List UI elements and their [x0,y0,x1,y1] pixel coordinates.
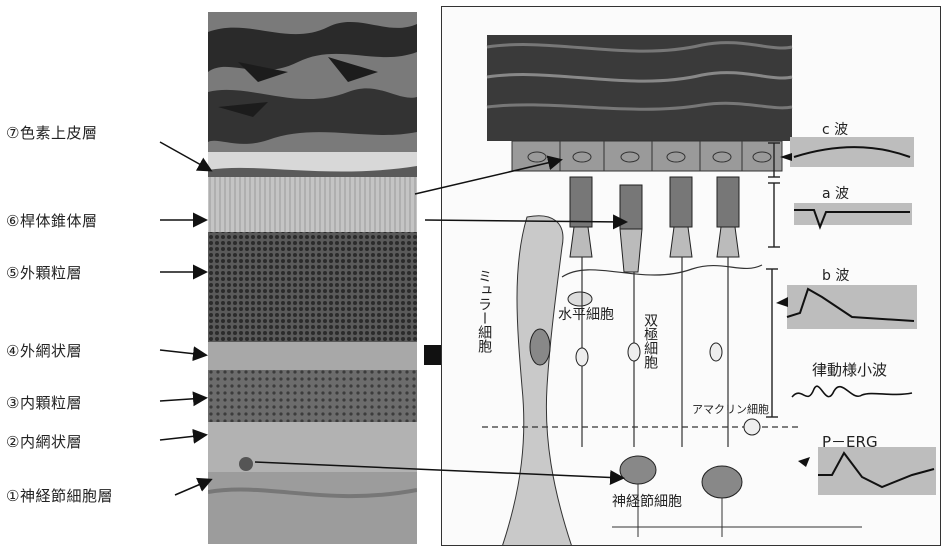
pointer-arrows [0,0,947,550]
